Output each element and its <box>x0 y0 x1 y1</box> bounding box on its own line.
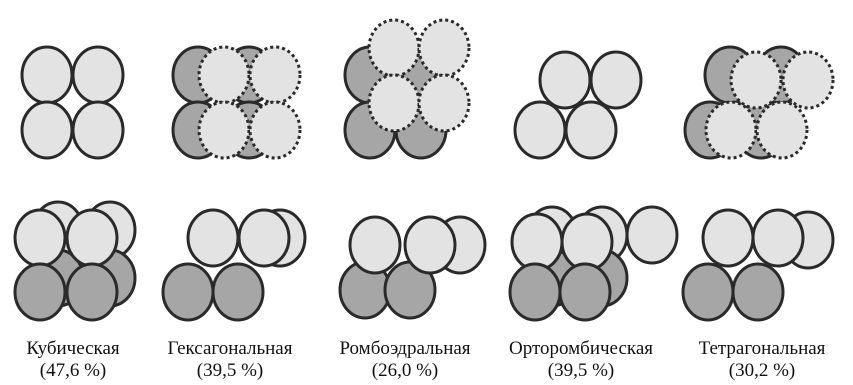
caption-hexagonal-density: (39,5 %) <box>196 360 264 381</box>
cubic-side-view <box>13 200 137 322</box>
caption-cubic: Кубическая (47,6 %) <box>0 338 158 382</box>
light-sphere-5 <box>729 50 783 110</box>
dark-sphere-7 <box>13 262 67 322</box>
tetragonal-top-view <box>683 45 835 160</box>
light-sphere-7 <box>197 100 251 160</box>
light-sphere-7 <box>560 212 614 272</box>
light-sphere-1 <box>20 45 74 105</box>
orthorhombic-top-view <box>513 50 643 160</box>
light-sphere-7 <box>704 100 758 160</box>
light-sphere-5 <box>751 208 805 268</box>
light-sphere-1 <box>538 50 592 110</box>
caption-cubic-density: (47,6 %) <box>39 360 107 381</box>
light-sphere-3 <box>20 100 74 160</box>
caption-orthorhombic-density: (39,5 %) <box>547 360 615 381</box>
light-sphere-6 <box>417 18 471 78</box>
light-sphere-5 <box>237 208 291 268</box>
dark-sphere-8 <box>508 262 562 322</box>
caption-hexagonal-name: Гексагональная <box>167 338 293 359</box>
light-sphere-4 <box>564 100 618 160</box>
light-sphere-4 <box>348 215 402 275</box>
light-sphere-3 <box>513 100 567 160</box>
light-sphere-6 <box>403 215 457 275</box>
light-sphere-6 <box>781 50 835 110</box>
light-sphere-6 <box>248 45 302 105</box>
orthorhombic-side-view <box>508 205 679 322</box>
light-sphere-5 <box>367 18 421 78</box>
hexagonal-top-view <box>171 45 302 160</box>
dark-sphere-2 <box>681 262 735 322</box>
rhombohedral-side-view <box>338 215 487 320</box>
dark-sphere-1 <box>211 262 265 322</box>
light-sphere-6 <box>65 208 119 268</box>
caption-orthorhombic-name: Орторомбическая <box>508 338 654 359</box>
light-sphere-4 <box>701 208 755 268</box>
caption-rhombohedral-density: (26,0 %) <box>371 360 439 381</box>
caption-orthorhombic: Орторомбическая (39,5 %) <box>496 338 666 382</box>
light-sphere-8 <box>417 73 471 133</box>
caption-tetragonal: Тетрагональная (30,2 %) <box>677 338 847 382</box>
dark-sphere-3 <box>731 262 785 322</box>
caption-hexagonal: Гексагональная (39,5 %) <box>145 338 315 382</box>
light-sphere-4 <box>186 208 240 268</box>
dark-sphere-8 <box>65 262 119 322</box>
light-sphere-7 <box>367 73 421 133</box>
hexagonal-side-view <box>161 208 307 322</box>
light-sphere-5 <box>13 208 67 268</box>
cubic-top-view <box>20 45 125 160</box>
light-sphere-4 <box>71 100 125 160</box>
light-sphere-3 <box>625 205 679 265</box>
caption-tetragonal-name: Тетрагональная <box>698 338 826 359</box>
caption-rhombohedral: Ромбоэдральная (26,0 %) <box>320 338 490 382</box>
caption-rhombohedral-name: Ромбоэдральная <box>339 338 471 359</box>
caption-tetragonal-density: (30,2 %) <box>728 360 796 381</box>
dark-sphere-3 <box>161 262 215 322</box>
light-sphere-2 <box>71 45 125 105</box>
rhombohedral-top-view <box>343 18 471 160</box>
caption-cubic-name: Кубическая <box>26 338 120 359</box>
light-sphere-8 <box>248 100 302 160</box>
light-sphere-8 <box>755 100 809 160</box>
light-sphere-5 <box>197 45 251 105</box>
light-sphere-6 <box>510 212 564 272</box>
light-sphere-2 <box>589 50 643 110</box>
tetragonal-side-view <box>681 208 835 322</box>
dark-sphere-9 <box>558 262 612 322</box>
